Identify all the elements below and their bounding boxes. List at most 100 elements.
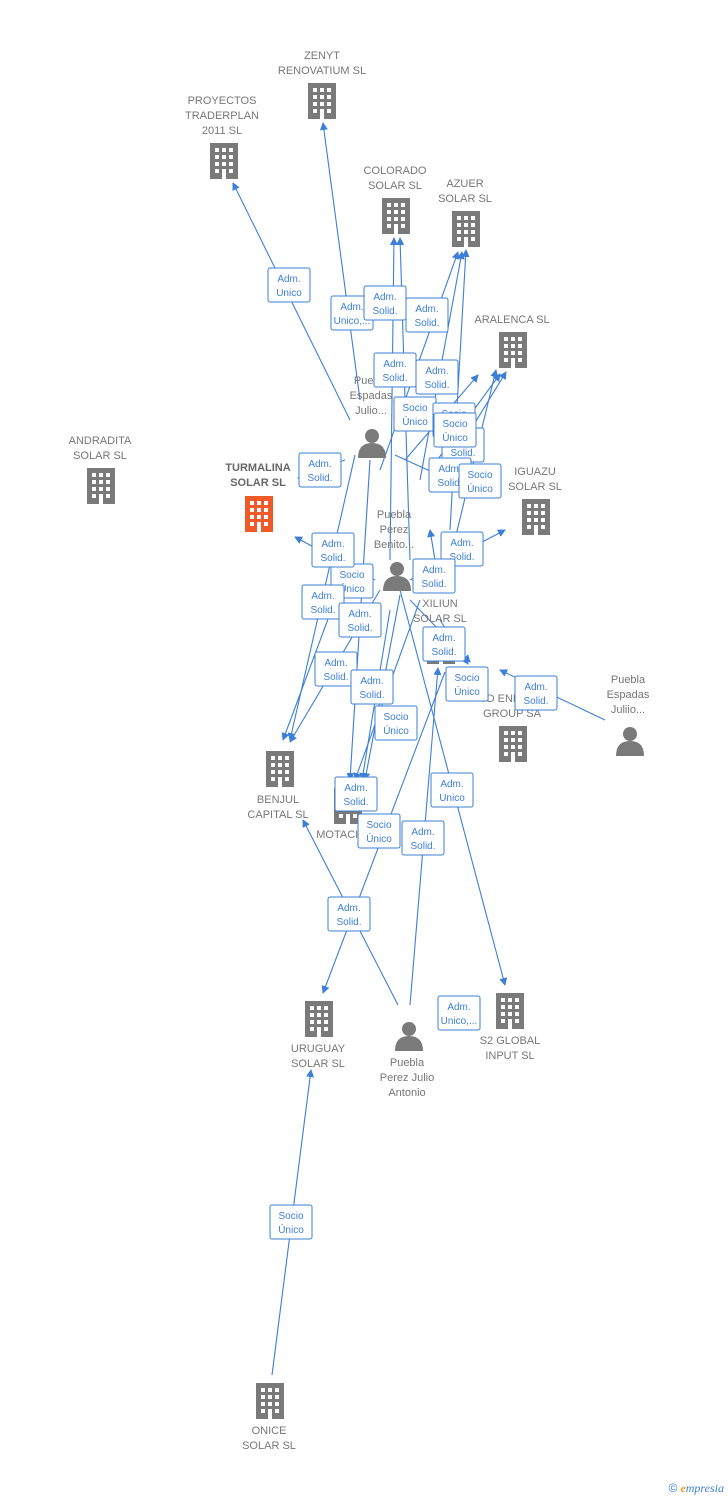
edge-label-e3[interactable]: Adm.Solid.	[363, 285, 407, 321]
edge-label-text: Único	[454, 685, 480, 698]
company-node-benjul[interactable]	[266, 751, 294, 787]
edge-label-box	[267, 267, 311, 303]
node-label-p_espadas_juliio: Espadas	[607, 689, 650, 701]
brand-logo-e: e	[680, 1481, 686, 1495]
edge-label-text: Único	[366, 832, 392, 845]
edge-label-e14[interactable]: Adm.Solid.	[440, 531, 484, 567]
company-node-uruguay[interactable]	[305, 1001, 333, 1037]
company-node-onice[interactable]	[256, 1383, 284, 1419]
edge-label-e26[interactable]: Adm.Unico	[430, 772, 474, 808]
company-node-aralenca[interactable]	[499, 332, 527, 368]
node-label-benjul: BENJUL	[257, 794, 299, 806]
edge-label-text: Solid.	[414, 318, 439, 329]
edge-label-box	[401, 820, 445, 856]
edge-label-e15[interactable]: Adm.Solid.	[412, 558, 456, 594]
node-label-andradita: SOLAR SL	[73, 450, 127, 462]
node-label-benjul: CAPITAL SL	[247, 809, 308, 821]
node-label-p_espadas_julio: Julio...	[355, 405, 387, 417]
edge-label-text: Único	[467, 482, 493, 495]
edge-label-text: Adm.	[432, 633, 455, 644]
edge-label-text: Solid.	[424, 380, 449, 391]
edge-label-e19[interactable]: Adm. Solid.	[338, 602, 382, 638]
edge-label-e17[interactable]: Adm.Solid.	[311, 532, 355, 568]
edge-label-text: Solid.	[347, 623, 372, 634]
node-label-p_perez_benito: Puebla	[377, 509, 412, 521]
edge-label-text: Adm.	[337, 903, 360, 914]
company-node-zenyt[interactable]	[308, 83, 336, 119]
edge-label-e25[interactable]: Adm. Solid.	[514, 675, 558, 711]
edge-label-box	[412, 558, 456, 594]
node-label-xiliun: XILIUN	[422, 598, 458, 610]
node-label-p_espadas_julio: Espadas	[350, 390, 393, 402]
edge-label-text: Adm.	[415, 304, 438, 315]
company-node-azuer[interactable]	[452, 211, 480, 247]
edge-label-e18[interactable]: Adm.Solid.	[301, 584, 345, 620]
edge-label-text: Unico	[439, 793, 465, 804]
node-label-aralenca: ARALENCA SL	[474, 314, 549, 326]
brand-footer[interactable]: ©empresia	[669, 1481, 724, 1496]
company-node-andradita[interactable]	[87, 468, 115, 504]
person-node-p_perez_julio[interactable]	[395, 1022, 423, 1051]
node-label-azuer: AZUER	[446, 178, 483, 190]
person-node-p_espadas_juliio[interactable]	[616, 727, 644, 756]
node-label-iguazu: SOLAR SL	[508, 481, 562, 493]
edge-label-e2[interactable]: Adm.Unico,...	[330, 295, 374, 331]
edge-label-text: Solid.	[410, 841, 435, 852]
edge-label-e23[interactable]: Adm.Solid.	[422, 626, 466, 662]
edge-label-box	[433, 412, 477, 448]
edge-label-e4[interactable]: Adm. Solid.	[405, 297, 449, 333]
node-label-proyectos: PROYECTOS	[188, 95, 257, 107]
company-node-s2global[interactable]	[496, 993, 524, 1029]
building-icon	[210, 143, 238, 179]
edge-label-e20[interactable]: Adm.Solid.	[314, 651, 358, 687]
company-node-iguazu[interactable]	[522, 499, 550, 535]
edge-label-box	[445, 666, 489, 702]
edge-label-text: Solid.	[450, 448, 475, 459]
company-node-proyectos[interactable]	[210, 143, 238, 179]
edge-label-text: Adm.	[524, 682, 547, 693]
edge-label-text: Socio	[402, 403, 427, 414]
building-icon	[382, 198, 410, 234]
edge-label-text: Socio	[278, 1211, 303, 1222]
company-node-turmalina[interactable]	[245, 496, 273, 532]
edge-label-box	[422, 626, 466, 662]
company-node-tdenergy[interactable]	[499, 726, 527, 762]
edge-label-e28[interactable]: Adm.Solid.	[334, 776, 378, 812]
edge-label-box	[405, 297, 449, 333]
edge-label-box	[415, 359, 459, 395]
edge-label-e5[interactable]: Adm.Solid.	[373, 352, 417, 388]
node-label-colorado: SOLAR SL	[368, 180, 422, 192]
edge-label-box	[314, 651, 358, 687]
building-icon	[499, 726, 527, 762]
edge-label-text: Unico,...	[334, 316, 371, 327]
person-node-p_espadas_julio[interactable]	[358, 429, 386, 458]
edge-label-e21[interactable]: Adm.Solid.	[350, 669, 394, 705]
building-icon	[452, 211, 480, 247]
edge-labels-layer: Adm.UnicoAdm.Unico,...Adm.Solid.Adm.Soli…	[267, 267, 558, 1240]
edge-label-e6[interactable]: Adm.Solid.	[415, 359, 459, 395]
edge-label-text: Único	[339, 582, 365, 595]
edge-label-text: Solid.	[449, 552, 474, 563]
node-label-p_espadas_juliio: Juliio...	[611, 704, 645, 716]
edge-label-e29[interactable]: Adm.Solid.	[401, 820, 445, 856]
edge-label-e13[interactable]: Adm.Solid.	[298, 452, 342, 488]
edge-label-text: Socio	[366, 820, 391, 831]
edge-label-text: Adm.	[348, 609, 371, 620]
edge-label-text: Solid.	[523, 696, 548, 707]
company-node-colorado[interactable]	[382, 198, 410, 234]
node-label-onice: ONICE	[252, 1425, 287, 1437]
edge-label-e30[interactable]: Adm.Solid.	[327, 896, 371, 932]
building-icon	[305, 1001, 333, 1037]
person-node-p_perez_benito[interactable]	[383, 562, 411, 591]
edge-label-e1[interactable]: Adm.Unico	[267, 267, 311, 303]
edge-label-e31[interactable]: Adm.Unico,...	[437, 995, 481, 1031]
